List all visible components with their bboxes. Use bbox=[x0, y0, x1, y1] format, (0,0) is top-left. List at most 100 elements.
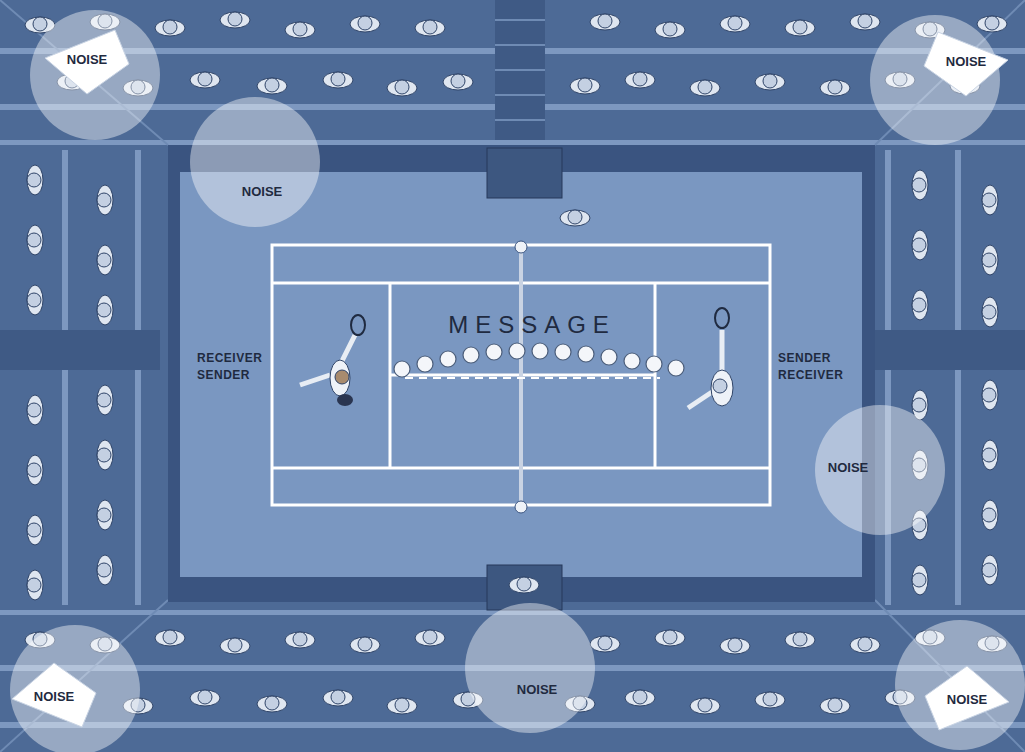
spectator bbox=[912, 170, 928, 200]
noise-text: NOISE bbox=[947, 692, 987, 708]
spectator bbox=[982, 380, 998, 410]
spectator bbox=[755, 74, 785, 90]
spectator bbox=[387, 698, 417, 714]
noise-outline bbox=[9, 624, 141, 752]
noise-circle: NOISE bbox=[814, 404, 946, 536]
spectator bbox=[785, 20, 815, 36]
spectator bbox=[655, 22, 685, 38]
spectator bbox=[982, 500, 998, 530]
noise-circle: NOISE bbox=[189, 96, 321, 228]
noise-circle-fill bbox=[815, 405, 945, 535]
speaker-shape bbox=[45, 30, 129, 94]
spectator bbox=[285, 632, 315, 648]
noise-text: NOISE bbox=[828, 460, 868, 476]
noise-outline bbox=[29, 9, 161, 141]
spectator bbox=[323, 72, 353, 88]
noise-outline bbox=[894, 619, 1025, 751]
spectator bbox=[220, 12, 250, 28]
spectator bbox=[415, 630, 445, 646]
spectator bbox=[27, 165, 43, 195]
spectator bbox=[27, 395, 43, 425]
noise-circle-fill bbox=[465, 603, 595, 733]
spectator bbox=[982, 245, 998, 275]
spectator bbox=[590, 636, 620, 652]
noise-text: NOISE bbox=[242, 184, 282, 200]
spectator bbox=[415, 20, 445, 36]
spectator bbox=[27, 285, 43, 315]
noise-text: NOISE bbox=[34, 689, 74, 705]
spectator bbox=[27, 515, 43, 545]
spectator bbox=[27, 455, 43, 485]
noise-circle-fill bbox=[10, 625, 140, 752]
spectator bbox=[27, 570, 43, 600]
right-player bbox=[688, 308, 733, 408]
spectator bbox=[850, 637, 880, 653]
noise-circle-fill bbox=[190, 97, 320, 227]
noise-circle-fill bbox=[895, 620, 1025, 750]
spectator bbox=[625, 72, 655, 88]
spectator bbox=[190, 690, 220, 706]
spectator bbox=[720, 638, 750, 654]
spectator bbox=[350, 16, 380, 32]
spectator bbox=[982, 440, 998, 470]
left-player bbox=[300, 315, 365, 406]
spectator bbox=[97, 440, 113, 470]
line-judge bbox=[509, 577, 539, 593]
spectator bbox=[155, 630, 185, 646]
spectator bbox=[912, 230, 928, 260]
noise-circle: NOISE bbox=[464, 602, 596, 734]
spectator bbox=[850, 14, 880, 30]
spectator bbox=[625, 690, 655, 706]
spectator bbox=[912, 290, 928, 320]
speaker-shape bbox=[12, 663, 96, 727]
spectator bbox=[443, 74, 473, 90]
spectator bbox=[97, 385, 113, 415]
spectator bbox=[155, 20, 185, 36]
spectator bbox=[27, 225, 43, 255]
noise-circle: NOISE bbox=[29, 9, 161, 141]
role-label: SENDER RECEIVER bbox=[778, 350, 843, 385]
spectator bbox=[285, 22, 315, 38]
spectator bbox=[690, 698, 720, 714]
spectator bbox=[190, 72, 220, 88]
spectator bbox=[350, 637, 380, 653]
spectator bbox=[720, 16, 750, 32]
spectator bbox=[590, 14, 620, 30]
spectator bbox=[97, 245, 113, 275]
spectator bbox=[323, 690, 353, 706]
spectator bbox=[820, 698, 850, 714]
spectator bbox=[257, 696, 287, 712]
noise-outline bbox=[189, 96, 321, 228]
spectator bbox=[755, 692, 785, 708]
noise-outline bbox=[464, 602, 596, 734]
spectator bbox=[97, 185, 113, 215]
spectator bbox=[912, 565, 928, 595]
noise-circle-fill bbox=[30, 10, 160, 140]
message-label: MESSAGE bbox=[448, 308, 616, 343]
spectator bbox=[690, 80, 720, 96]
noise-text: NOISE bbox=[517, 682, 557, 698]
spectator bbox=[982, 297, 998, 327]
ball-motion bbox=[405, 377, 660, 379]
spectator bbox=[97, 555, 113, 585]
spectator bbox=[570, 78, 600, 94]
spectator bbox=[982, 185, 998, 215]
spectator bbox=[97, 500, 113, 530]
noise-text: NOISE bbox=[946, 54, 986, 70]
spectator bbox=[785, 632, 815, 648]
ball-trail bbox=[394, 343, 684, 377]
spectator bbox=[257, 78, 287, 94]
noise-outline bbox=[869, 14, 1001, 146]
spectator bbox=[97, 295, 113, 325]
umpire-chair bbox=[487, 148, 562, 198]
spectator bbox=[982, 555, 998, 585]
spectator bbox=[977, 16, 1007, 32]
spectator bbox=[387, 80, 417, 96]
crowd-left bbox=[27, 165, 113, 600]
crowd-top bbox=[25, 12, 1007, 96]
spectator bbox=[655, 630, 685, 646]
spectator bbox=[820, 80, 850, 96]
spectator bbox=[220, 638, 250, 654]
